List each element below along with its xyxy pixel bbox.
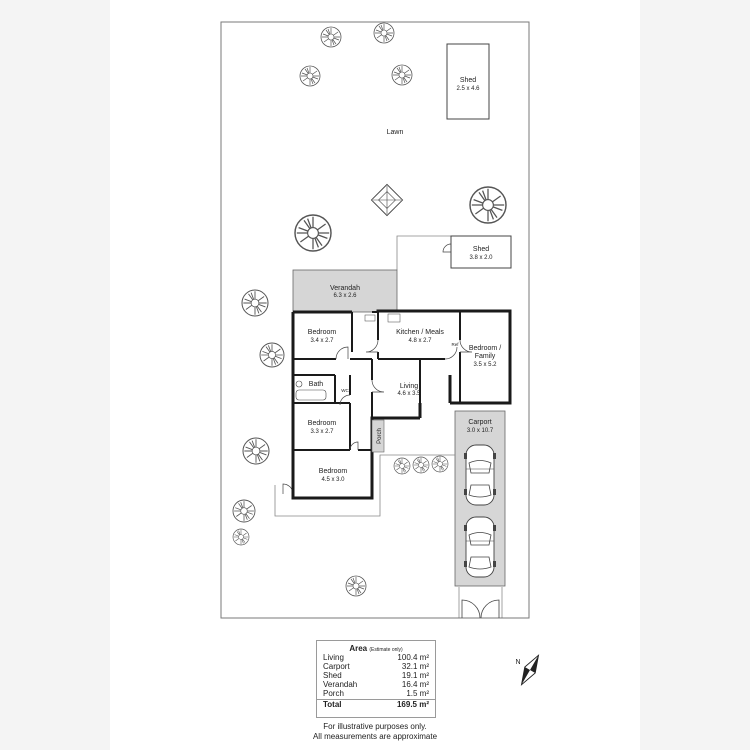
car-icon [463,516,497,578]
carport-dims: 3.0 x 10.7 [467,428,494,434]
sink-icon [364,314,376,322]
left-margin [0,0,110,750]
bath-label: Bath [309,381,324,388]
tree-icon [232,528,250,546]
tree-icon [469,186,507,224]
bathtub-icon [295,389,327,401]
porch [371,419,385,453]
shed-mid-label: Shed [473,246,489,253]
bedroom-family-label-2: Family [475,353,496,360]
verandah-dims: 6.3 x 2.6 [333,293,357,299]
kitchen-label: Kitchen / Meals [396,329,444,336]
shed-mid [450,235,512,269]
tree-icon [393,457,411,475]
living-label: Living [400,383,418,390]
right-margin [640,0,750,750]
tree-icon [345,575,367,597]
bedroom-family-label: Bedroom / [469,345,501,352]
shed-top-dims: 2.5 x 4.6 [456,86,480,92]
bedroom3-label: Bedroom [319,468,348,475]
bedroom1-dims: 3.4 x 2.7 [310,338,334,344]
shed-mid-dims: 3.8 x 2.0 [469,255,493,261]
kitchen-dims: 4.8 x 2.7 [408,338,432,344]
tree-icon [373,22,395,44]
north-arrow-icon [520,654,540,686]
verandah-label: Verandah [330,285,360,292]
shed-top-label: Shed [460,77,476,84]
stove-icon [387,313,401,323]
porch-label: Porch [377,428,383,444]
ref-label: Ref [451,342,459,347]
tree-icon [320,26,342,48]
north-letter: N [515,659,520,666]
bedroom2-label: Bedroom [308,420,337,427]
pergola-icon [370,183,404,217]
bedroom2-dims: 3.3 x 2.7 [310,429,334,435]
tree-icon [431,455,449,473]
tree-icon [391,64,413,86]
disclaimer-line-1: For illustrative purposes only. [323,722,427,731]
verandah [292,269,398,313]
tree-icon [412,456,430,474]
basin-icon [295,380,303,388]
bedroom1-label: Bedroom [308,329,337,336]
tree-icon [299,65,321,87]
bedroom3-dims: 4.5 x 3.0 [321,477,345,483]
tree-icon [242,437,270,465]
lawn-label: Lawn [387,129,404,136]
disclaimer-line-2: All measurements are approximate [312,732,438,741]
carport-label: Carport [468,419,491,426]
area-title: Area (Estimate only) [349,644,403,653]
linen-label: WC [341,388,349,393]
car-icon [463,444,497,506]
disclaimer: For illustrative purposes only. All meas… [290,722,460,742]
shed-top [446,43,490,120]
tree-icon [259,342,285,368]
living-dims: 4.6 x 3.5 [397,391,421,397]
tree-icon [241,289,269,317]
bedroom-family-dims: 3.5 x 5.2 [473,362,497,368]
tree-icon [294,214,332,252]
tree-icon [232,499,256,523]
